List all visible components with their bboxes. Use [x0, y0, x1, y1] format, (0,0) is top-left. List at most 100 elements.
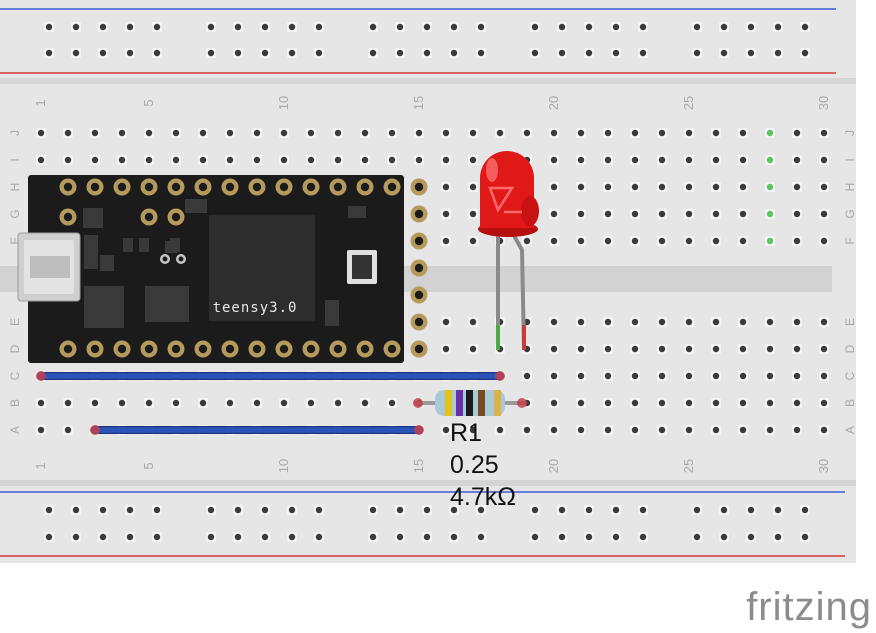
resistor-band [494, 390, 501, 416]
breadboard-hole [153, 23, 161, 31]
red-led[interactable] [478, 151, 539, 350]
breadboard-hole [639, 506, 647, 514]
wire-upper-end [36, 371, 46, 381]
resistor-r1[interactable] [413, 390, 527, 416]
breadboard-hole [720, 506, 728, 514]
test-pad-hole [162, 256, 168, 262]
breadboard-hole [361, 156, 369, 164]
breadboard-hole [801, 49, 809, 57]
resistor-name-label: R1 [450, 419, 482, 447]
breadboard-hole [739, 129, 747, 137]
breadboard-hole [37, 156, 45, 164]
breadboard-hole [199, 129, 207, 137]
breadboard-hole [739, 345, 747, 353]
teensy-pin-hole [171, 212, 181, 222]
breadboard-hole [523, 237, 531, 245]
breadboard-hole [793, 345, 801, 353]
breadboard-hole [820, 129, 828, 137]
breadboard-hole [585, 506, 593, 514]
breadboard-hole [45, 23, 53, 31]
col-number-top: 20 [546, 96, 561, 110]
breadboard-hole [261, 506, 269, 514]
breadboard-hole [747, 533, 755, 541]
breadboard-hole [604, 183, 612, 191]
breadboard-hole [820, 183, 828, 191]
breadboard-hole [469, 318, 477, 326]
breadboard-hole [558, 533, 566, 541]
reset-button[interactable] [352, 255, 372, 279]
breadboard-hole [766, 372, 774, 380]
breadboard-hole [207, 506, 215, 514]
breadboard-hole [550, 210, 558, 218]
breadboard-hole [91, 129, 99, 137]
breadboard-hole [550, 237, 558, 245]
breadboard-hole [739, 426, 747, 434]
teensy-pin-hole [333, 344, 343, 354]
teensy-pin-hole [63, 212, 73, 222]
breadboard-hole [280, 129, 288, 137]
breadboard-hole [334, 399, 342, 407]
row-letter-right: I [843, 158, 857, 161]
row-letter-left: G [8, 209, 22, 218]
breadboard-hole [820, 237, 828, 245]
breadboard-hole [550, 345, 558, 353]
breadboard-hole [307, 399, 315, 407]
breadboard-hole [64, 426, 72, 434]
teensy-pin-hole [306, 182, 316, 192]
breadboard-hole [153, 533, 161, 541]
breadboard-hole [820, 399, 828, 407]
col-number-top: 15 [411, 96, 426, 110]
teensy-pin-hole [279, 344, 289, 354]
breadboard-hole [37, 426, 45, 434]
breadboard-hole [739, 237, 747, 245]
breadboard-hole [315, 23, 323, 31]
annotations: teensy3.0 R1 0.25 4.7kΩ fritzing [213, 300, 871, 629]
components[interactable] [413, 151, 539, 416]
breadboard-hole [369, 23, 377, 31]
breadboard-hole [766, 318, 774, 326]
breadboard-hole [774, 533, 782, 541]
breadboard-hole [442, 129, 450, 137]
breadboard-hole [442, 183, 450, 191]
row-letter-left: B [8, 399, 22, 407]
breadboard-hole [91, 399, 99, 407]
breadboard-hole [550, 183, 558, 191]
breadboard-hole [469, 183, 477, 191]
breadboard-hole [64, 399, 72, 407]
led-internal-anvil [488, 186, 522, 214]
breadboard-hole [577, 372, 585, 380]
col-number-top: 25 [681, 96, 696, 110]
breadboard-hole [766, 426, 774, 434]
breadboard-hole [820, 318, 828, 326]
breadboard-hole [396, 49, 404, 57]
breadboard-hole [523, 426, 531, 434]
breadboard-hole [99, 49, 107, 57]
breadboard-hole [685, 426, 693, 434]
breadboard-hole [234, 533, 242, 541]
wire-lower-end [90, 425, 100, 435]
teensy-pin-hole [117, 344, 127, 354]
teensy-pin-hole [414, 263, 424, 273]
teensy-board[interactable] [17, 175, 428, 363]
wires[interactable] [36, 371, 505, 435]
breadboard-hole [793, 129, 801, 137]
breadboard-hole [693, 49, 701, 57]
breadboard-hole [396, 23, 404, 31]
col-number-bottom: 5 [141, 462, 156, 469]
breadboard-hole [658, 372, 666, 380]
breadboard-hole [423, 23, 431, 31]
breadboard-hole [658, 345, 666, 353]
led-leg-anode [510, 231, 526, 349]
breadboard-hole [315, 506, 323, 514]
resistor-band [445, 390, 452, 416]
teensy-pin-hole [63, 344, 73, 354]
breadboard-hole [604, 237, 612, 245]
breadboard-hole [720, 49, 728, 57]
row-letter-right: H [843, 183, 857, 192]
breadboard-hole [766, 156, 774, 164]
teensy-pin-hole [306, 344, 316, 354]
row-letter-left: J [8, 130, 22, 136]
breadboard-hole [469, 237, 477, 245]
breadboard-hole [585, 533, 593, 541]
